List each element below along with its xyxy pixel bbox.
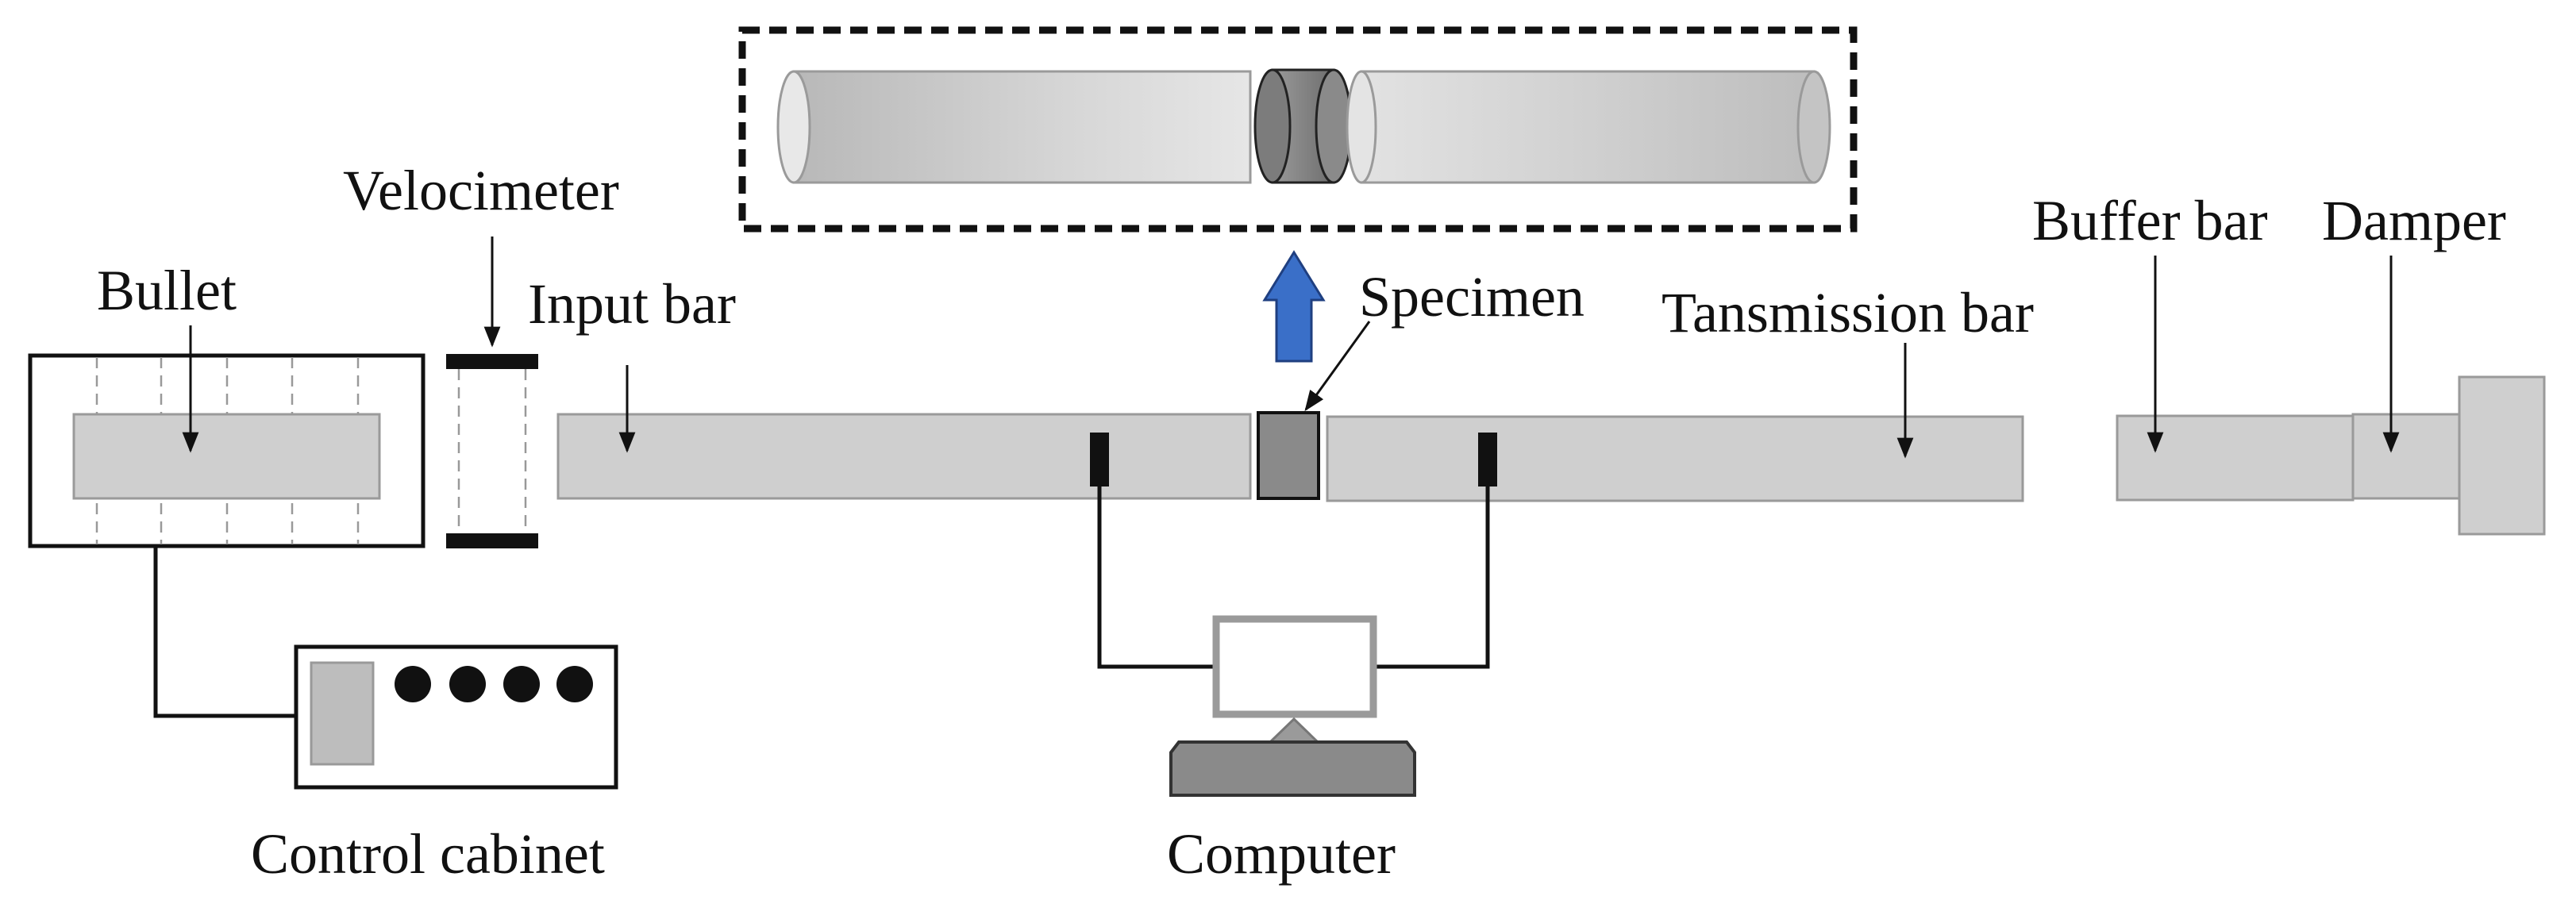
input-bar: [556, 413, 1252, 500]
label-buffer-bar: Buffer bar: [2032, 189, 2268, 252]
specimen-block: [1257, 411, 1320, 500]
damper-block: [2458, 375, 2546, 536]
launcher-chamber: [28, 353, 425, 548]
label-damper: Damper: [2322, 189, 2506, 252]
velocimeter-device: [446, 354, 538, 548]
transmission-bar: [1326, 415, 2024, 502]
wire-control-cabinet: [153, 548, 296, 718]
zoom-inset: [738, 26, 1858, 233]
indicator-light-icon: [556, 666, 593, 702]
zoom-inset-frame: [738, 26, 1858, 233]
control-cabinet-box: [294, 644, 618, 790]
strain-gauge-input: [1090, 433, 1109, 486]
buffer-bar: [2116, 414, 2355, 502]
inset-transmission-bar-cylinder: [1346, 70, 1831, 184]
label-velocimeter: Velocimeter: [343, 159, 619, 222]
wire-transmission-gauge: [1375, 486, 1490, 669]
label-specimen: Specimen: [1359, 265, 1584, 329]
label-input-bar: Input bar: [528, 272, 736, 336]
inset-specimen-cylinder: [1253, 68, 1353, 184]
inset-input-bar-cylinder: [776, 70, 1252, 184]
label-computer: Computer: [1167, 822, 1396, 886]
label-control-cabinet: Control cabinet: [251, 822, 605, 886]
indicator-light-icon: [503, 666, 540, 702]
zoom-arrow-icon: [1262, 250, 1326, 363]
bullet-bar: [72, 413, 381, 500]
indicator-light-icon: [449, 666, 486, 702]
arrow-specimen: [1304, 321, 1371, 412]
damper-bar: [2351, 413, 2467, 500]
label-transmission-bar: Tansmission bar: [1662, 281, 2034, 344]
strain-gauge-transmission: [1478, 433, 1497, 486]
label-bullet: Bullet: [97, 259, 237, 322]
indicator-light-icon: [395, 666, 431, 702]
wire-input-gauge: [1097, 486, 1213, 669]
computer-icon: [1169, 615, 1416, 797]
